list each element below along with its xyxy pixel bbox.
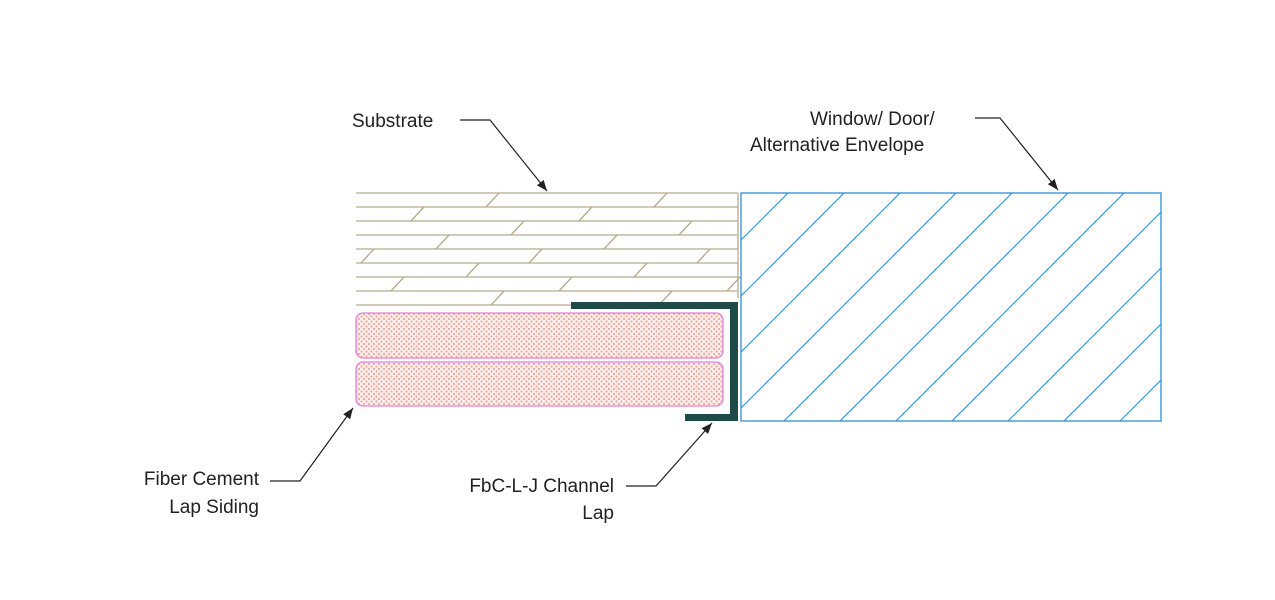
hatch-line	[603, 234, 618, 250]
hatch-line	[1232, 193, 1275, 421]
hatch-line	[839, 193, 1069, 421]
hatch-line	[741, 193, 789, 241]
hatch-line	[1063, 323, 1161, 421]
hatch-line	[633, 262, 648, 278]
hatch-line	[390, 276, 405, 292]
window-leader	[975, 117, 1059, 191]
hatch-line	[741, 193, 957, 409]
hatch-line	[435, 234, 450, 250]
window-label-line2: Alternative Envelope	[750, 135, 924, 156]
hatch-line	[360, 248, 375, 264]
hatch-line	[410, 206, 425, 222]
hatch-line	[696, 248, 711, 264]
siding-label-line1: Fiber Cement	[144, 469, 260, 490]
hatch-line	[741, 193, 845, 297]
hatch-line	[741, 193, 901, 353]
hatch-line	[678, 220, 693, 236]
hatch-line	[951, 211, 1161, 421]
substrate-label: Substrate	[352, 111, 433, 132]
substrate-hatch	[356, 192, 741, 306]
channel-label-line2: Lap	[582, 503, 614, 524]
window-door-envelope	[740, 192, 1275, 422]
hatch-line	[783, 193, 1013, 421]
hatch-line	[465, 262, 480, 278]
fiber-cement-siding	[355, 312, 724, 407]
hatch-line	[895, 193, 1125, 421]
window-label-line1: Window/ Door/	[810, 109, 935, 130]
hatch-line	[653, 192, 668, 208]
hatch-line	[528, 248, 543, 264]
substrate-leader	[460, 119, 548, 192]
hatch-line	[1119, 379, 1161, 421]
hatch-line	[485, 192, 500, 208]
channel-leader	[626, 422, 713, 487]
siding-label-line2: Lap Siding	[169, 497, 259, 518]
channel-label-line1: FbC-L-J Channel	[469, 476, 614, 497]
hatch-line	[510, 220, 525, 236]
hatch-line	[578, 206, 593, 222]
hatch-line	[558, 276, 573, 292]
siding-leader	[270, 407, 354, 482]
hatch-line	[726, 276, 741, 292]
hatch-line	[1007, 267, 1161, 421]
hatch-line	[1176, 193, 1275, 421]
hatch-line	[490, 290, 505, 306]
